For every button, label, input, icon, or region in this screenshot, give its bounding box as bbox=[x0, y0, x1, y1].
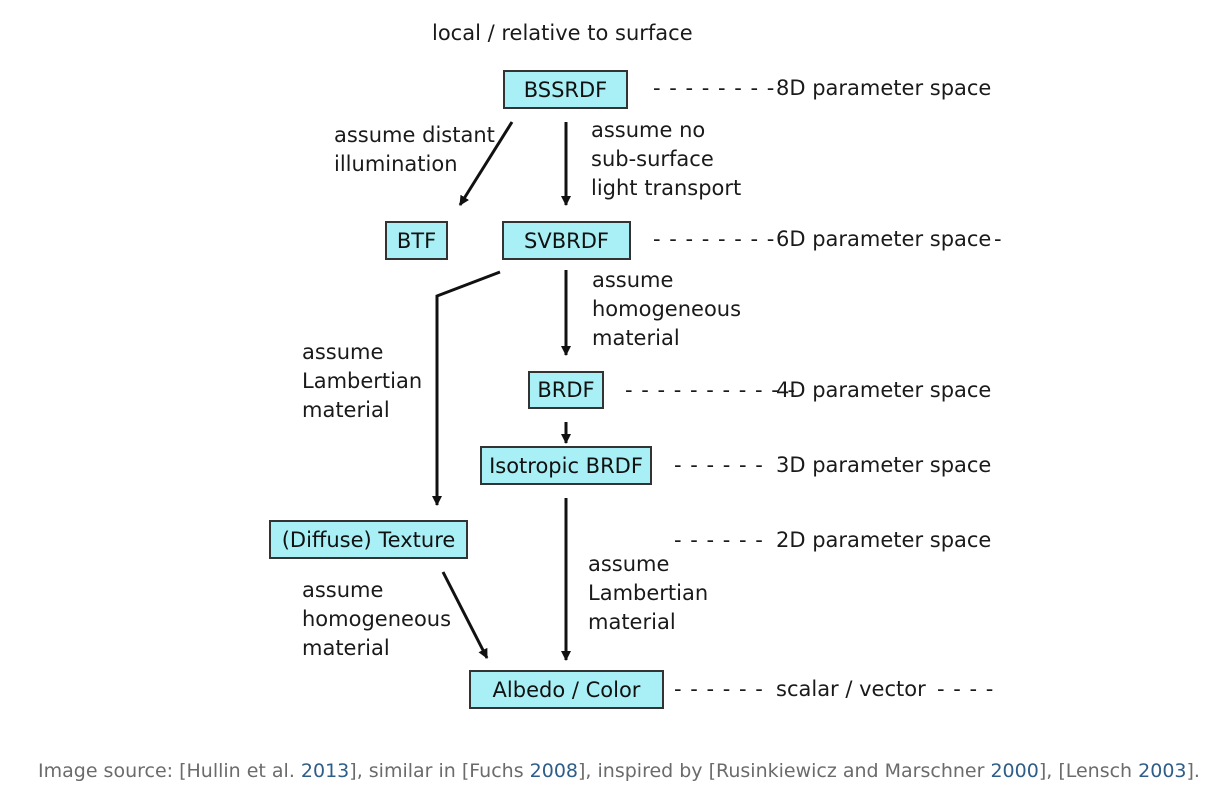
reference-link-2008[interactable]: 2008 bbox=[529, 760, 579, 782]
node-isotropic-brdf: Isotropic BRDF bbox=[480, 446, 652, 485]
caption-mid-1: ], similar in [Fuchs bbox=[349, 760, 530, 782]
image-source-caption: Image source: [Hullin et al. 2013], simi… bbox=[38, 758, 1200, 784]
diagram-header: local / relative to surface bbox=[432, 21, 693, 45]
dash-line-scalar: - - - - - - bbox=[674, 677, 764, 701]
edge-label-distant-illumination: assume distant illumination bbox=[334, 123, 495, 176]
node-btf: BTF bbox=[385, 221, 448, 260]
dash-line-3d: - - - - - - bbox=[674, 453, 764, 477]
node-svbrdf: SVBRDF bbox=[502, 221, 631, 260]
param-space-2d: 2D parameter space bbox=[776, 528, 992, 552]
dash-line-6d-tail: - bbox=[994, 227, 1003, 251]
param-space-scalar: scalar / vector bbox=[776, 677, 926, 701]
edge-label-no-subsurface: assume no sub-surface light transport bbox=[591, 118, 742, 200]
param-space-8d: 8D parameter space bbox=[776, 76, 992, 100]
edge-label-homogeneous-texture: assume homogeneous material bbox=[302, 578, 452, 660]
dash-line-8d: - - - - - - - - bbox=[653, 76, 776, 100]
reference-link-2000[interactable]: 2000 bbox=[990, 760, 1039, 782]
edge-texture-to-albedo bbox=[441, 571, 489, 659]
node-albedo-color: Albedo / Color bbox=[469, 670, 664, 709]
node-brdf: BRDF bbox=[528, 371, 604, 409]
caption-suffix: ]. bbox=[1186, 760, 1200, 782]
node-bssrdf: BSSRDF bbox=[503, 70, 628, 109]
reference-link-2003[interactable]: 2003 bbox=[1138, 760, 1187, 782]
dash-line-4d: - - - - - - - - - - - bbox=[625, 378, 797, 402]
edge-svbrdf-to-texture bbox=[432, 270, 501, 506]
caption-mid-2: ], inspired by [Rusinkiewicz and Marschn… bbox=[578, 760, 991, 782]
caption-prefix: Image source: [Hullin et al. bbox=[38, 760, 301, 782]
dash-line-scalar-tail: - - - - bbox=[937, 677, 995, 701]
dash-line-6d: - - - - - - - - bbox=[653, 227, 776, 251]
edge-label-lambertian-svbrdf: assume Lambertian material bbox=[302, 340, 423, 422]
reference-link-2013[interactable]: 2013 bbox=[300, 760, 350, 782]
edge-label-lambertian-isotropic: assume Lambertian material bbox=[588, 552, 709, 634]
param-space-3d: 3D parameter space bbox=[776, 453, 992, 477]
caption-mid-3: ], [Lensch bbox=[1038, 760, 1139, 782]
edge-label-homogeneous-svbrdf: assume homogeneous material bbox=[592, 268, 742, 350]
param-space-4d: 4D parameter space bbox=[776, 378, 992, 402]
param-space-6d: 6D parameter space bbox=[776, 227, 992, 251]
dash-line-2d: - - - - - - bbox=[674, 528, 764, 552]
edge-bssrdf-to-btf bbox=[458, 121, 514, 206]
node-diffuse-texture: (Diffuse) Texture bbox=[269, 520, 468, 559]
